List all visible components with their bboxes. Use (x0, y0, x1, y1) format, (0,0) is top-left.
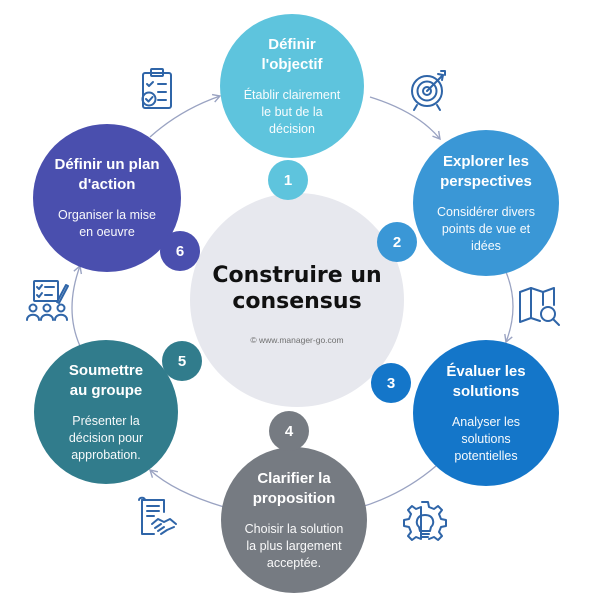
contract-handshake-icon (138, 496, 177, 535)
step-3-title: Évaluer les solutions (446, 362, 526, 400)
map-search-icon (519, 287, 560, 326)
arrow-4-to-5 (148, 469, 225, 508)
center-circle: Construire un consensus © www.manager-go… (190, 193, 404, 407)
step-4-circle: Clarifier la proposition Choisir la solu… (221, 447, 367, 593)
step-3-circle: Évaluer les solutions Analyser les solut… (413, 340, 559, 486)
step-6-desc: Organiser la mise en oeuvre (58, 208, 156, 239)
step-5-circle: Soumettre au groupe Présenter la décisio… (34, 340, 178, 484)
step-4-desc: Choisir la solution la plus largement ac… (244, 521, 344, 570)
step-1-circle: Définir l'objectif Établir clairement le… (220, 14, 364, 158)
step-2-circle: Explorer les perspectives Considérer div… (413, 130, 559, 276)
arrow-5-to-6 (71, 264, 83, 347)
team-checklist-icon (26, 280, 69, 321)
step-6-title: Définir un plan d'action (54, 156, 160, 193)
clipboard-check-icon (141, 68, 172, 109)
copyright-credit: © www.manager-go.com (250, 335, 344, 345)
arrow-6-to-1 (149, 93, 222, 138)
step-1-title: Définir l'objectif (261, 35, 323, 73)
step-4-number: 4 (269, 411, 309, 451)
arrow-3-to-4 (356, 465, 437, 511)
center-title: Construire un consensus (212, 263, 382, 314)
step-6-number: 6 (160, 231, 200, 271)
step-6-circle: Définir un plan d'action Organiser la mi… (33, 124, 181, 272)
arrow-2-to-3 (504, 271, 514, 344)
step-5-desc: Présenter la décision pour approbation. (68, 413, 144, 462)
step-5-number: 5 (162, 341, 202, 381)
step-2-desc: Considérer divers points de vue et idées (437, 204, 535, 253)
target-icon (411, 70, 446, 111)
step-4-title: Clarifier la proposition (252, 469, 336, 507)
step-3-desc: Analyser les solutions potentielles (451, 414, 521, 463)
step-5-title: Soumettre au groupe (68, 361, 144, 399)
step-2-title: Explorer les perspectives (440, 152, 532, 190)
step-1-desc: Établir clairement le but de la décision (243, 87, 341, 136)
step-3-number: 3 (371, 363, 411, 403)
step-2-number: 2 (377, 222, 417, 262)
lightbulb-gear-icon (403, 501, 447, 541)
arrow-1-to-2 (369, 96, 441, 141)
step-1-number: 1 (268, 160, 308, 200)
